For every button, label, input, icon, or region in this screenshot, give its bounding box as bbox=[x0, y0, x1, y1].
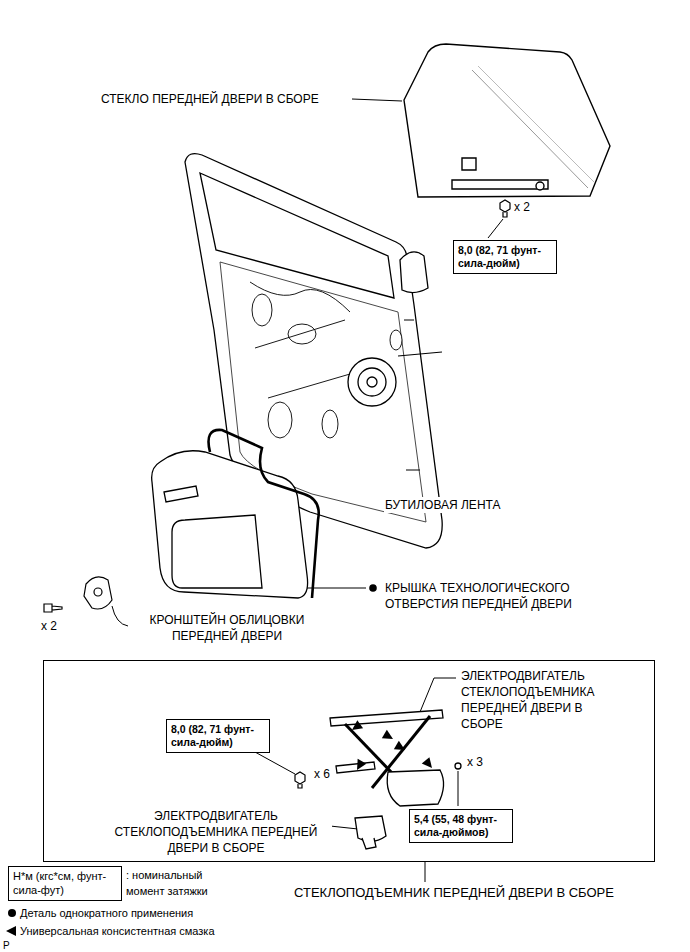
single-use-dot bbox=[8, 909, 16, 917]
part-name: СТЕКЛО ПЕРЕДНЕЙ ДВЕРИ В СБОРЕ bbox=[100, 91, 320, 107]
torque-value: 8,0 (82, 71 фунт-сила-дюйм) bbox=[458, 244, 552, 270]
torque-box: 8,0 (82, 71 фунт-сила-дюйм) bbox=[166, 719, 270, 753]
leader-line bbox=[112, 99, 503, 882]
leader-line bbox=[488, 219, 503, 238]
glass-bolt bbox=[500, 200, 510, 217]
door-panel bbox=[288, 324, 316, 344]
quantity: x 3 bbox=[466, 754, 484, 770]
part-name: КРЫШКА ТЕХНОЛОГИЧЕСКОГО ОТВЕРСТИЯ ПЕРЕДН… bbox=[384, 580, 601, 612]
door-panel bbox=[255, 320, 345, 348]
grease-arrow bbox=[422, 757, 436, 771]
leader-line bbox=[420, 678, 456, 712]
trim-bracket bbox=[44, 577, 112, 612]
window-regulator bbox=[355, 816, 386, 842]
torque-value: 5,4 (55, 48 фунт-сила-дюймов) bbox=[414, 813, 508, 839]
torque-value: Н*м (кгс*см, фунт-сила-фут) bbox=[13, 869, 117, 898]
grease-arrow bbox=[394, 741, 408, 755]
door-glass bbox=[478, 66, 594, 182]
trim-bracket bbox=[94, 588, 102, 596]
torque-value: 8,0 (82, 71 фунт-сила-дюйм) bbox=[171, 723, 265, 749]
service-hole-cover bbox=[152, 451, 308, 598]
quantity: x 2 bbox=[513, 199, 531, 215]
door-glass bbox=[404, 44, 610, 197]
window-regulator bbox=[336, 762, 375, 773]
regulator-bolt bbox=[295, 772, 305, 784]
grease-arrow bbox=[349, 720, 436, 772]
window-regulator bbox=[362, 838, 376, 849]
grease-arrow bbox=[6, 926, 16, 936]
door-panel bbox=[268, 374, 350, 398]
window-regulator bbox=[330, 710, 443, 726]
service-hole-cover bbox=[152, 451, 308, 598]
assembly-caption: СТЕКЛОПОДЪЕМНИК ПЕРЕДНЕЙ ДВЕРИ В СБОРЕ bbox=[292, 885, 616, 901]
torque-box: 8,0 (82, 71 фунт-сила-дюйм) bbox=[453, 240, 557, 274]
butyl-tape bbox=[209, 430, 319, 598]
grease-arrow bbox=[349, 720, 363, 734]
regulator-bolt bbox=[298, 784, 302, 788]
trim-bracket bbox=[84, 577, 112, 609]
door-panel bbox=[268, 402, 292, 438]
leader-line bbox=[330, 826, 358, 829]
torque-unit-box: Н*м (кгс*см, фунт-сила-фут) bbox=[8, 866, 122, 901]
door-panel bbox=[367, 377, 377, 387]
part-name: БУТИЛОВАЯ ЛЕНТА bbox=[384, 497, 586, 513]
door-panel bbox=[404, 320, 420, 470]
grease-arrow bbox=[353, 759, 367, 773]
regulator-bolt bbox=[295, 772, 305, 788]
door-panel bbox=[398, 352, 442, 356]
single-use-dot bbox=[369, 584, 377, 592]
grease-arrow bbox=[382, 730, 396, 744]
legend-entry: Деталь однократного применения bbox=[20, 905, 193, 921]
door-glass bbox=[462, 158, 476, 170]
leader-line bbox=[255, 752, 295, 774]
door-panel bbox=[322, 410, 338, 438]
glass-bolt bbox=[503, 212, 507, 217]
door-panel bbox=[358, 368, 386, 396]
torque-box: 5,4 (55, 48 фунт-сила-дюймов) bbox=[409, 809, 513, 843]
leader-line bbox=[112, 606, 128, 626]
part-name: ЭЛЕКТРОДВИГАТЕЛЬ СТЕКЛОПОДЪЕМНИКА ПЕРЕДН… bbox=[460, 668, 612, 732]
figure-code: P bbox=[2, 938, 11, 952]
door-glass bbox=[472, 70, 588, 188]
legend-text: : номинальный момент затяжки bbox=[126, 869, 208, 897]
door-panel bbox=[390, 330, 402, 350]
trim-bracket bbox=[44, 604, 62, 612]
leader-line bbox=[352, 99, 402, 101]
legend-entry: : номинальный момент затяжки bbox=[126, 867, 238, 899]
glass-bolt bbox=[500, 200, 510, 212]
door-panel bbox=[348, 358, 396, 406]
window-regulator bbox=[387, 770, 443, 806]
door-panel bbox=[252, 294, 272, 326]
quantity: x 6 bbox=[313, 766, 331, 782]
door-glass bbox=[404, 44, 610, 197]
door-panel bbox=[250, 282, 350, 312]
grease-arrow bbox=[6, 926, 16, 936]
service-hole-cover bbox=[164, 486, 198, 502]
leader-line bbox=[425, 862, 426, 882]
part-name: КРОНШТЕЙН ОБЛИЦОВКИ ПЕРЕДНЕЙ ДВЕРИ bbox=[131, 612, 323, 644]
quantity: x 2 bbox=[40, 618, 58, 634]
leader-line bbox=[458, 771, 459, 806]
legend-text: Деталь однократного применения bbox=[20, 907, 193, 919]
single-use-dot bbox=[8, 501, 377, 917]
service-hole-cover bbox=[172, 515, 262, 588]
door-glass bbox=[452, 180, 548, 189]
door-glass bbox=[536, 182, 544, 190]
window-regulator bbox=[455, 763, 461, 769]
butyl-tape bbox=[209, 430, 319, 598]
legend-text: Универсальная консистентная смазка bbox=[20, 925, 215, 937]
part-name: ЭЛЕКТРОДВИГАТЕЛЬ СТЕКЛОПОДЪЕМНИКА ПЕРЕДН… bbox=[100, 808, 332, 856]
legend-entry: Универсальная консистентная смазка bbox=[20, 923, 215, 939]
door-panel bbox=[400, 252, 428, 293]
